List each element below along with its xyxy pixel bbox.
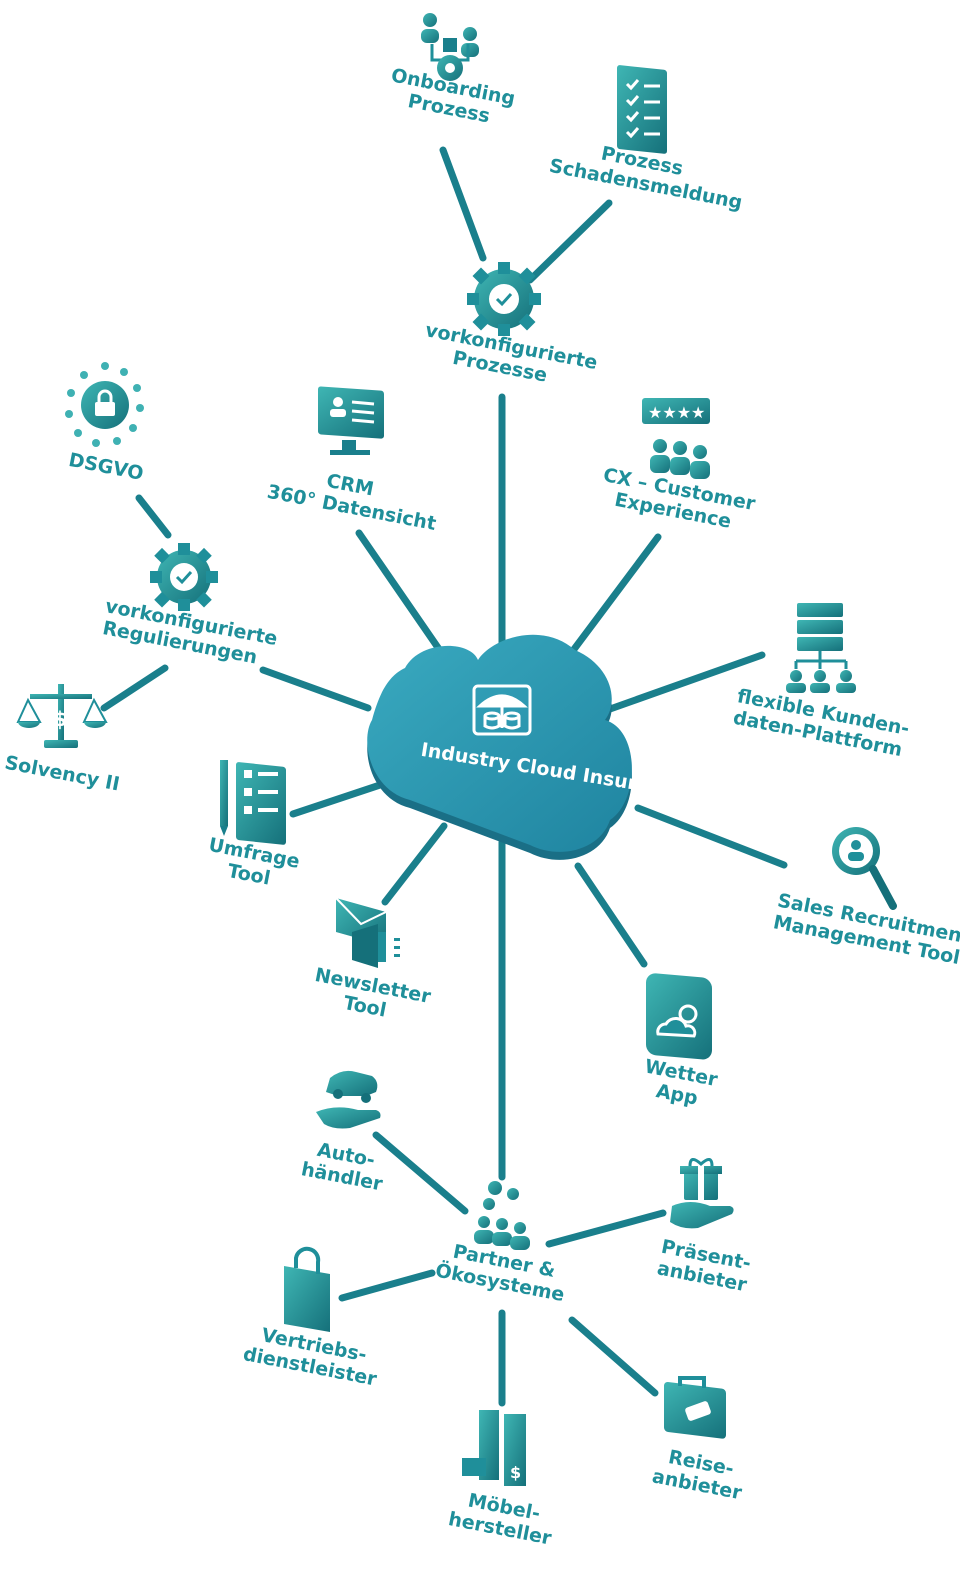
weather-app-icon — [646, 973, 712, 1060]
connector-newsletter — [381, 822, 448, 906]
eu-lock-icon — [65, 362, 144, 447]
connector-regulierungen — [259, 666, 372, 712]
connector-sales — [634, 804, 788, 869]
connector-reise — [568, 1316, 659, 1397]
connector-solvency — [100, 664, 169, 712]
connector-crm — [355, 529, 456, 672]
scales-icon: $ — [16, 684, 108, 748]
svg-text:$: $ — [53, 707, 67, 731]
envelope-megaphone-icon — [335, 897, 400, 968]
search-person-icon — [832, 827, 897, 910]
connector-cx — [556, 533, 662, 672]
furniture-store-icon: $ — [462, 1410, 526, 1486]
hand-car-icon — [316, 1070, 381, 1129]
umbrella-database-icon — [472, 684, 532, 736]
connector-vertrieb — [338, 1269, 436, 1302]
server-hierarchy-icon — [786, 603, 856, 693]
monitor-contact-icon — [318, 386, 384, 455]
shopping-bag-icon — [284, 1246, 330, 1332]
people-gears-icon — [474, 1181, 530, 1250]
cloud-shape — [367, 634, 632, 852]
connector-praesent — [545, 1209, 667, 1248]
gear-check-icon-prozesse — [467, 262, 541, 336]
svg-text:$: $ — [510, 1463, 521, 1482]
survey-pencil-icon — [220, 760, 286, 845]
connector-lines — [100, 146, 788, 1407]
connector-wetter — [574, 862, 648, 968]
connector-kunden — [592, 651, 766, 718]
checklist-clipboard-icon — [617, 65, 667, 154]
suitcase-icon — [664, 1376, 726, 1439]
hand-gift-icon — [670, 1158, 734, 1229]
connector-auto — [372, 1131, 469, 1215]
connector-schaden — [526, 199, 613, 284]
industry-cloud-hub — [367, 634, 632, 860]
connector-dsgvo — [135, 494, 172, 539]
onboarding-people-gear-icon — [421, 13, 479, 81]
connector-umfrage — [289, 781, 384, 818]
rating-customers-icon: ★★★★ — [642, 398, 710, 479]
svg-text:★★★★: ★★★★ — [648, 403, 705, 422]
connector-onboarding — [439, 146, 487, 262]
gear-check-icon-regulierungen — [150, 543, 218, 611]
